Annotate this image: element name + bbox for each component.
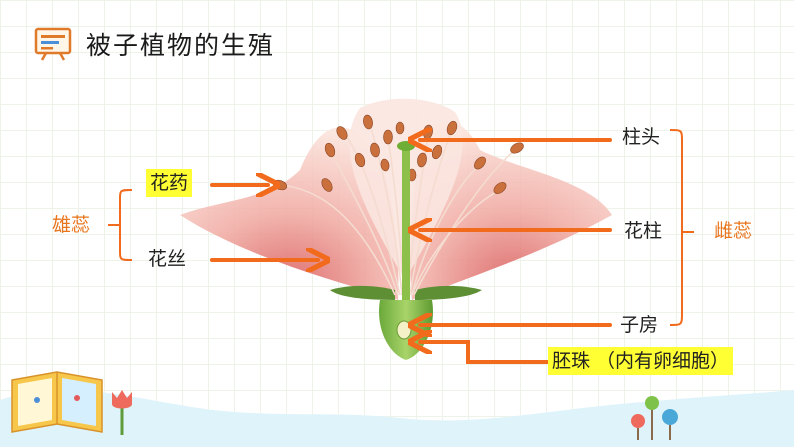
label-anther: 花药 xyxy=(146,169,193,197)
bottom-decoration xyxy=(0,371,794,447)
sepal-left xyxy=(330,285,395,300)
label-ovule: 胚珠 （内有卵细胞） xyxy=(548,347,734,375)
pistil-style xyxy=(402,150,410,300)
petal-left xyxy=(180,127,399,300)
label-filament: 花丝 xyxy=(148,248,187,270)
arrows xyxy=(210,140,612,364)
ovary-ovule xyxy=(396,320,412,340)
label-stigma: 柱头 xyxy=(622,126,661,148)
stamen-bracket xyxy=(108,189,133,261)
label-ovary: 子房 xyxy=(620,314,659,336)
cloud-wave-icon xyxy=(0,390,794,447)
arrow-ovule xyxy=(420,342,550,364)
sepal-right xyxy=(415,285,482,300)
flower-illustration xyxy=(180,98,612,360)
open-book-icon xyxy=(11,371,103,433)
pistil-bracket xyxy=(669,129,694,326)
tulip-icon xyxy=(112,390,132,435)
page-title: 被子植物的生殖 xyxy=(86,31,276,60)
brackets xyxy=(108,129,694,326)
label-stamen: 雄蕊 xyxy=(52,214,91,236)
label-pistil: 雌蕊 xyxy=(714,220,753,242)
pistil-stigma xyxy=(397,141,415,151)
presentation-board-icon xyxy=(34,27,72,61)
petal-right xyxy=(410,121,612,300)
header: 被子植物的生殖 xyxy=(34,26,275,62)
lollipop-tree-icon xyxy=(631,396,678,440)
label-style: 花柱 xyxy=(624,220,663,242)
